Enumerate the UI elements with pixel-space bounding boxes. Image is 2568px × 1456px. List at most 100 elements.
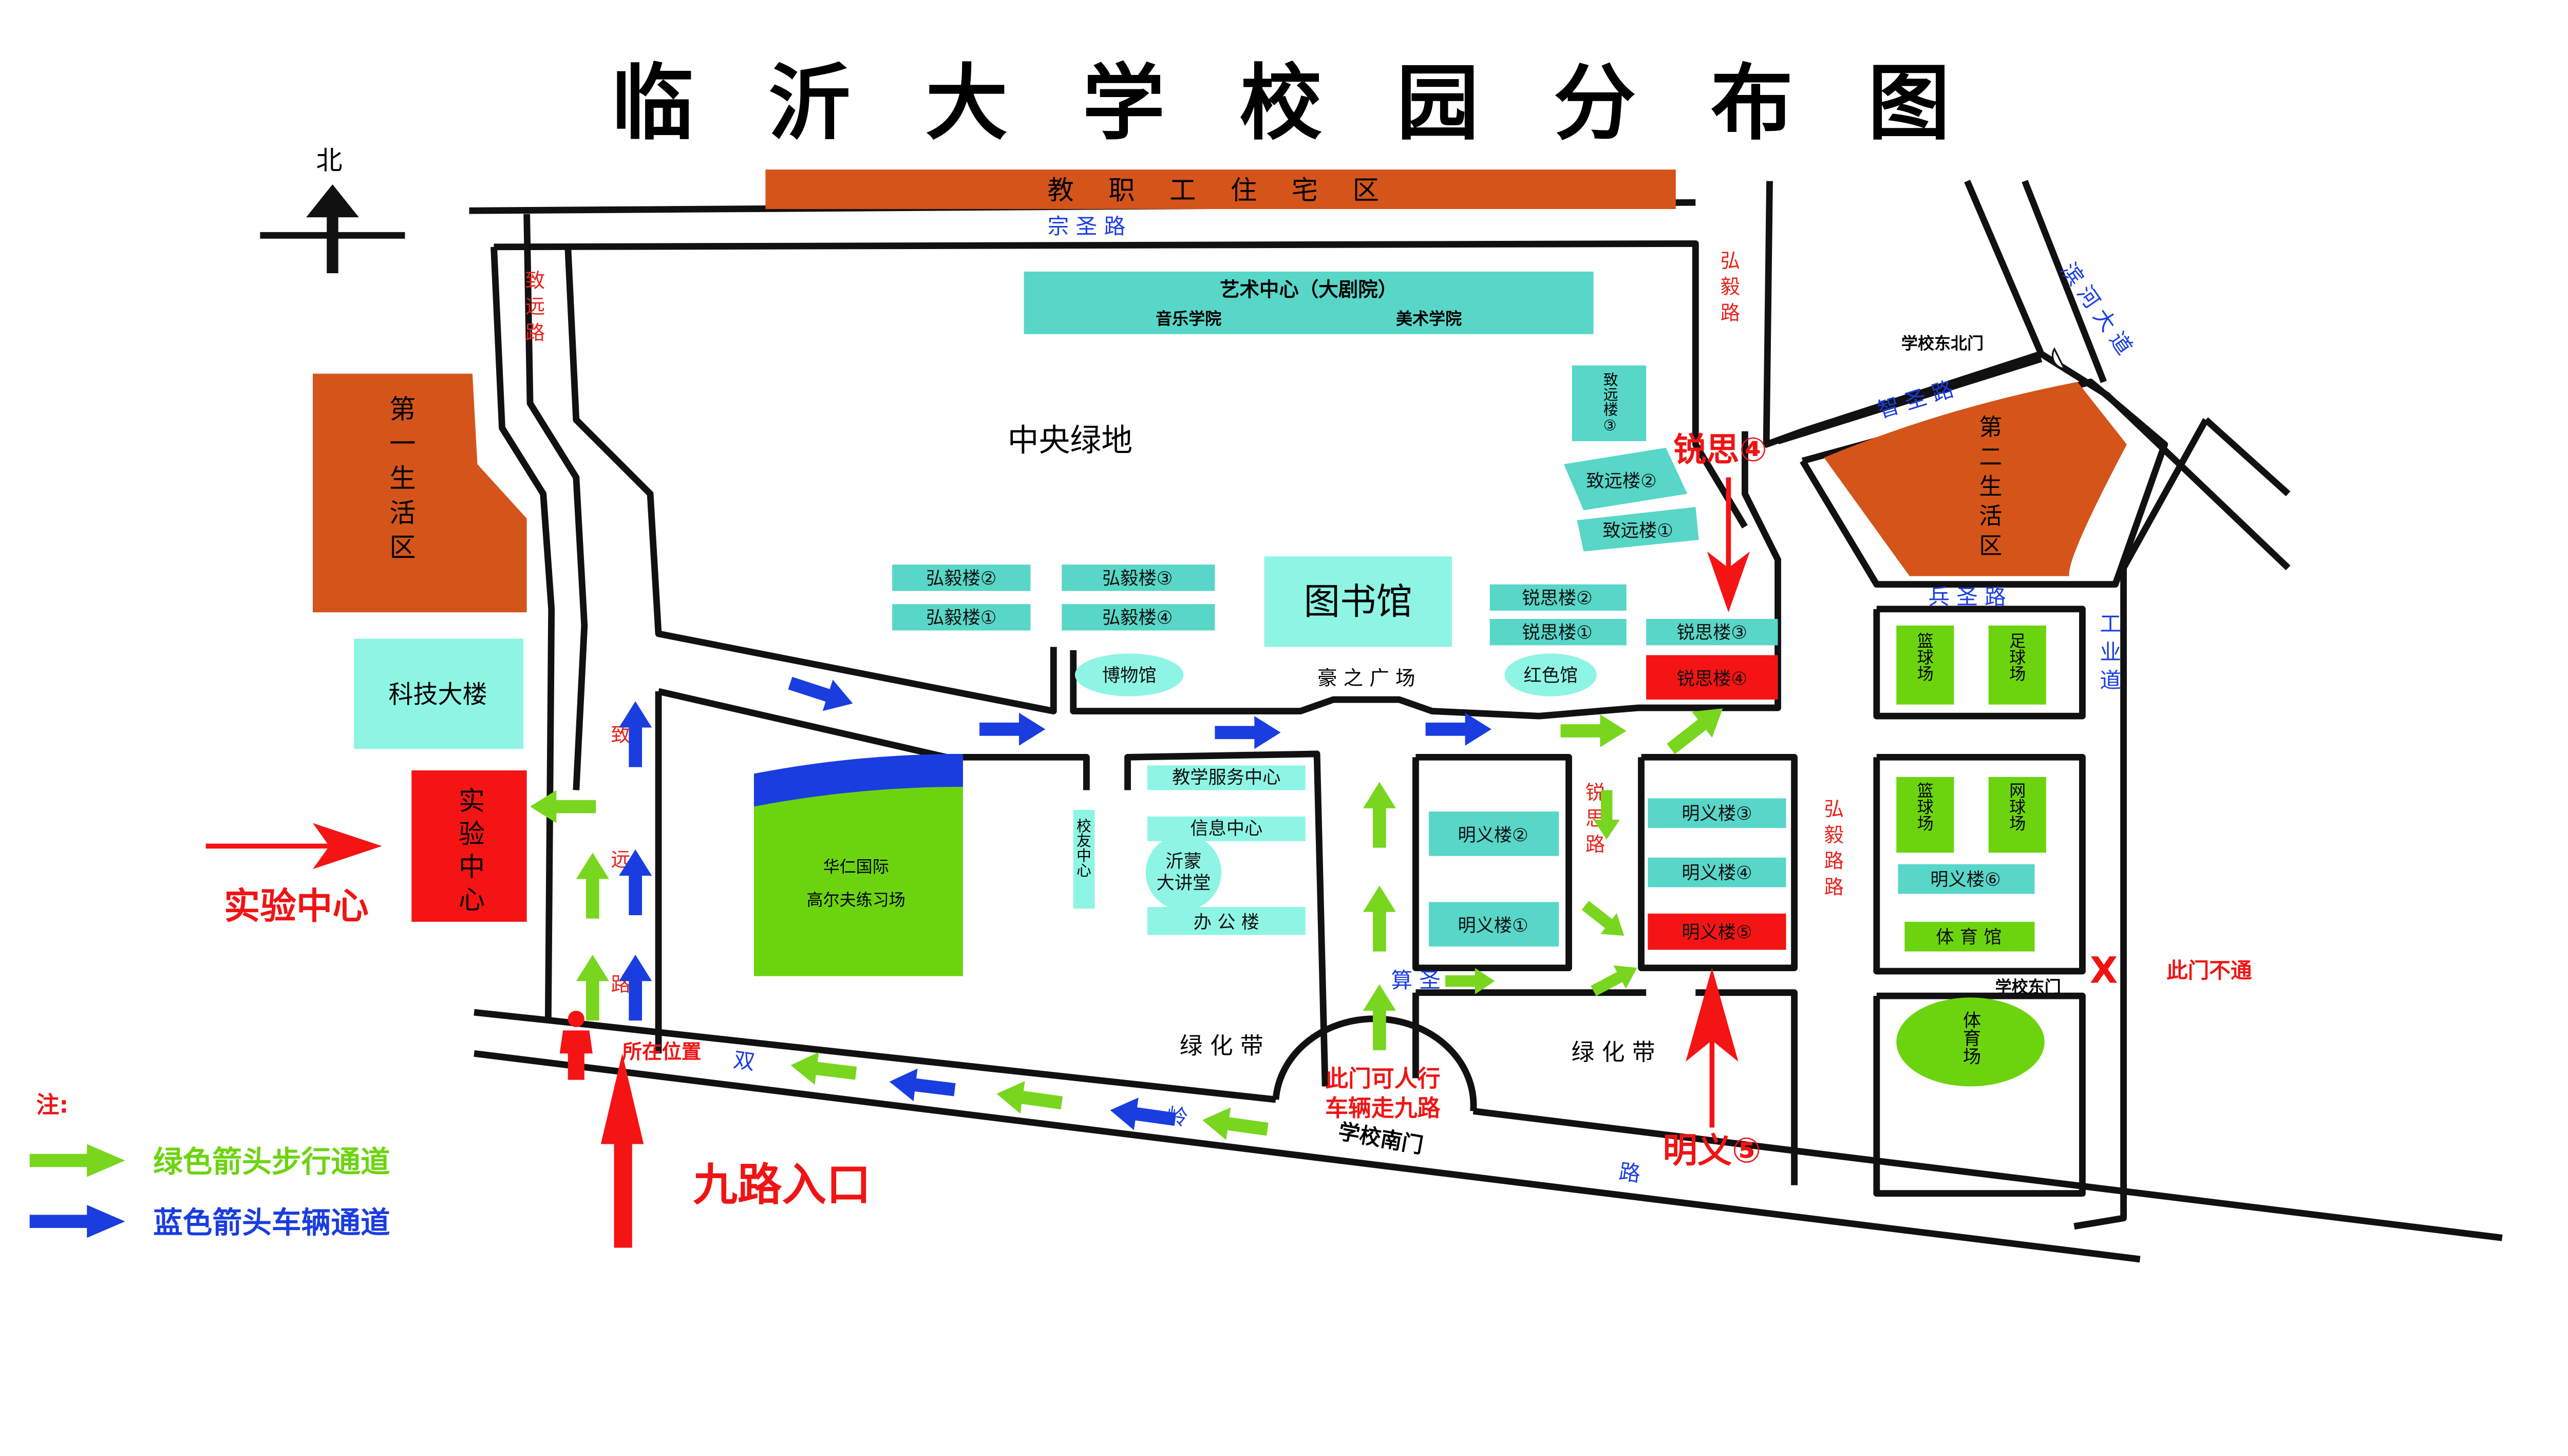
teaching-service-center[interactable] xyxy=(1147,765,1306,790)
ruisi-building-4[interactable] xyxy=(1646,655,1778,700)
basketball-court-2-label: 篮球场 xyxy=(1915,782,1934,831)
hongyi-building-3[interactable] xyxy=(1062,564,1215,591)
mingyi-building-5-label: 明义楼⑤ xyxy=(1682,922,1752,943)
football-field[interactable] xyxy=(1988,625,2046,705)
lab-center[interactable] xyxy=(411,770,527,922)
road-label-shuangling-1: 双 xyxy=(732,1047,757,1074)
ruisi4-callout: 锐思④ xyxy=(1673,431,1767,469)
mingyi-building-1[interactable] xyxy=(1429,902,1559,947)
lab-center-callout: 实验中心 xyxy=(224,885,369,927)
stadium-label: 体育场 xyxy=(1960,1011,1981,1065)
road-label-zhiyuan-top: 致 远 路 xyxy=(522,270,545,342)
basketball-court-2[interactable] xyxy=(1896,777,1954,853)
lab-center-arrow-icon xyxy=(205,823,382,869)
green-belt-1-label: 绿 化 带 xyxy=(1180,1032,1263,1059)
zhiyuan-building-1-label: 致远楼① xyxy=(1602,520,1673,541)
ruisi-building-3[interactable] xyxy=(1646,619,1778,646)
art-center-label: 艺术中心（大剧院） xyxy=(1220,278,1398,301)
stadium[interactable] xyxy=(1896,997,2045,1087)
yimeng-label-1: 沂蒙 xyxy=(1165,851,1201,872)
living-area-1[interactable] xyxy=(312,373,527,613)
library[interactable] xyxy=(1264,556,1452,647)
ruisi-building-3-label: 锐思楼③ xyxy=(1677,622,1747,644)
mingyi-building-6[interactable] xyxy=(1898,864,2035,894)
hongyi-building-4[interactable] xyxy=(1062,604,1215,631)
zhiyuan-building-1[interactable] xyxy=(1577,507,1699,552)
campus-map: 临 沂 大 学 校 园 分 布 图 北 xyxy=(29,54,2503,1263)
golf-label-2: 高尔夫练习场 xyxy=(807,890,905,910)
ruisi-building-1[interactable] xyxy=(1489,619,1627,646)
zhiyuan-building-2[interactable] xyxy=(1563,447,1688,510)
south-gate-note-2: 车辆走九路 xyxy=(1325,1094,1440,1122)
mingyi-building-3-label: 明义楼③ xyxy=(1682,803,1752,824)
zhiyuan-building-2-label: 致远楼② xyxy=(1586,471,1656,492)
legend-title: 注: xyxy=(36,1091,69,1119)
walk-arrow-icon xyxy=(994,1077,1064,1120)
mingyi5-callout: 明义⑤ xyxy=(1663,1130,1762,1170)
north-label: 北 xyxy=(316,145,342,176)
walk-arrow-icon xyxy=(530,790,596,823)
yimeng-lecture-hall[interactable] xyxy=(1145,835,1222,911)
walk-arrow-icon xyxy=(576,853,609,919)
tech-building-label: 科技大楼 xyxy=(388,680,487,709)
golf-roof xyxy=(753,753,963,807)
living-area-2-label: 第二生活区 xyxy=(1975,415,2002,563)
mingyi-building-5[interactable] xyxy=(1648,913,1786,950)
alumni-center[interactable] xyxy=(1073,809,1095,909)
music-school-label: 音乐学院 xyxy=(1156,309,1221,328)
mingyi-building-4[interactable] xyxy=(1648,857,1786,887)
gymnasium[interactable] xyxy=(1904,921,2035,952)
you-are-here-label: 所在位置 xyxy=(622,1041,702,1064)
teaching-service-center-label: 教学服务中心 xyxy=(1172,767,1281,788)
living-area-2[interactable] xyxy=(1824,382,2127,576)
road9-entrance-label[interactable]: 九路入口 xyxy=(693,1160,871,1211)
zhiyuan-building-3[interactable] xyxy=(1572,365,1647,441)
info-center-label: 信息中心 xyxy=(1190,818,1262,839)
legend-vehicle-arrow-icon xyxy=(29,1205,125,1238)
road-label-binhe: 滨 河 大 道 xyxy=(2056,258,2138,359)
hongyi-building-1-label: 弘毅楼① xyxy=(926,608,996,629)
office-building[interactable] xyxy=(1147,907,1306,935)
office-building-label: 办 公 楼 xyxy=(1194,912,1259,933)
ruisi-building-1-label: 锐思楼① xyxy=(1522,622,1592,644)
northeast-gate-icon xyxy=(2051,347,2066,370)
living-area-1-label: 第一生活区 xyxy=(385,395,416,568)
basketball-court-1[interactable] xyxy=(1896,625,1954,705)
road9-entrance-arrow-icon xyxy=(600,1053,644,1248)
green-belt-2-label: 绿 化 带 xyxy=(1571,1038,1655,1066)
hongyi-building-4-label: 弘毅楼④ xyxy=(1102,608,1173,629)
north-arrow-icon: 北 xyxy=(260,145,405,274)
hongyi-building-2[interactable] xyxy=(892,564,1031,591)
fine-arts-school-label: 美术学院 xyxy=(1396,309,1462,328)
vehicle-arrow-icon xyxy=(1425,712,1491,746)
staff-housing-zone xyxy=(765,169,1676,210)
road-label-hongyi-east: 弘 毅 路 路 xyxy=(1821,798,1844,896)
mingyi-building-3[interactable] xyxy=(1648,798,1786,828)
south-gate-label: 学校南门 xyxy=(1336,1119,1425,1158)
east-gate-label: 学校东门 xyxy=(1995,977,2061,997)
mingyi-building-6-label: 明义楼⑥ xyxy=(1930,869,2000,890)
vehicle-arrow-icon xyxy=(979,712,1046,746)
red-hall-label: 红色馆 xyxy=(1523,665,1578,686)
mingyi-building-2[interactable] xyxy=(1429,811,1559,856)
vehicle-arrow-icon xyxy=(887,1065,957,1106)
road-label-suansheng: 算 圣 xyxy=(1391,968,1441,993)
mingyi-building-1-label: 明义楼① xyxy=(1458,915,1528,936)
red-hall[interactable] xyxy=(1504,653,1597,696)
football-field-label: 足球场 xyxy=(2007,632,2026,682)
legend-walk-arrow-icon xyxy=(29,1144,125,1177)
golf-practice-range[interactable] xyxy=(753,782,963,976)
gate-closed-x-icon: X xyxy=(2090,949,2118,991)
walk-arrow-icon xyxy=(1363,782,1396,848)
zhiyuan-building-3-label: 致远楼③ xyxy=(1601,372,1619,434)
golf-label-1: 华仁国际 xyxy=(823,857,889,877)
tech-building[interactable] xyxy=(354,638,524,749)
road-label-hongyi-north: 弘 毅 路 xyxy=(1717,250,1740,322)
art-center[interactable] xyxy=(1024,271,1594,334)
hongyi-building-1[interactable] xyxy=(892,604,1031,631)
ruisi-building-2[interactable] xyxy=(1489,584,1627,611)
tennis-court[interactable] xyxy=(1988,777,2046,853)
museum[interactable] xyxy=(1074,653,1184,696)
road-label-shuangling-3: 路 xyxy=(1617,1159,1642,1186)
gymnasium-label: 体 育 馆 xyxy=(1936,927,2001,948)
